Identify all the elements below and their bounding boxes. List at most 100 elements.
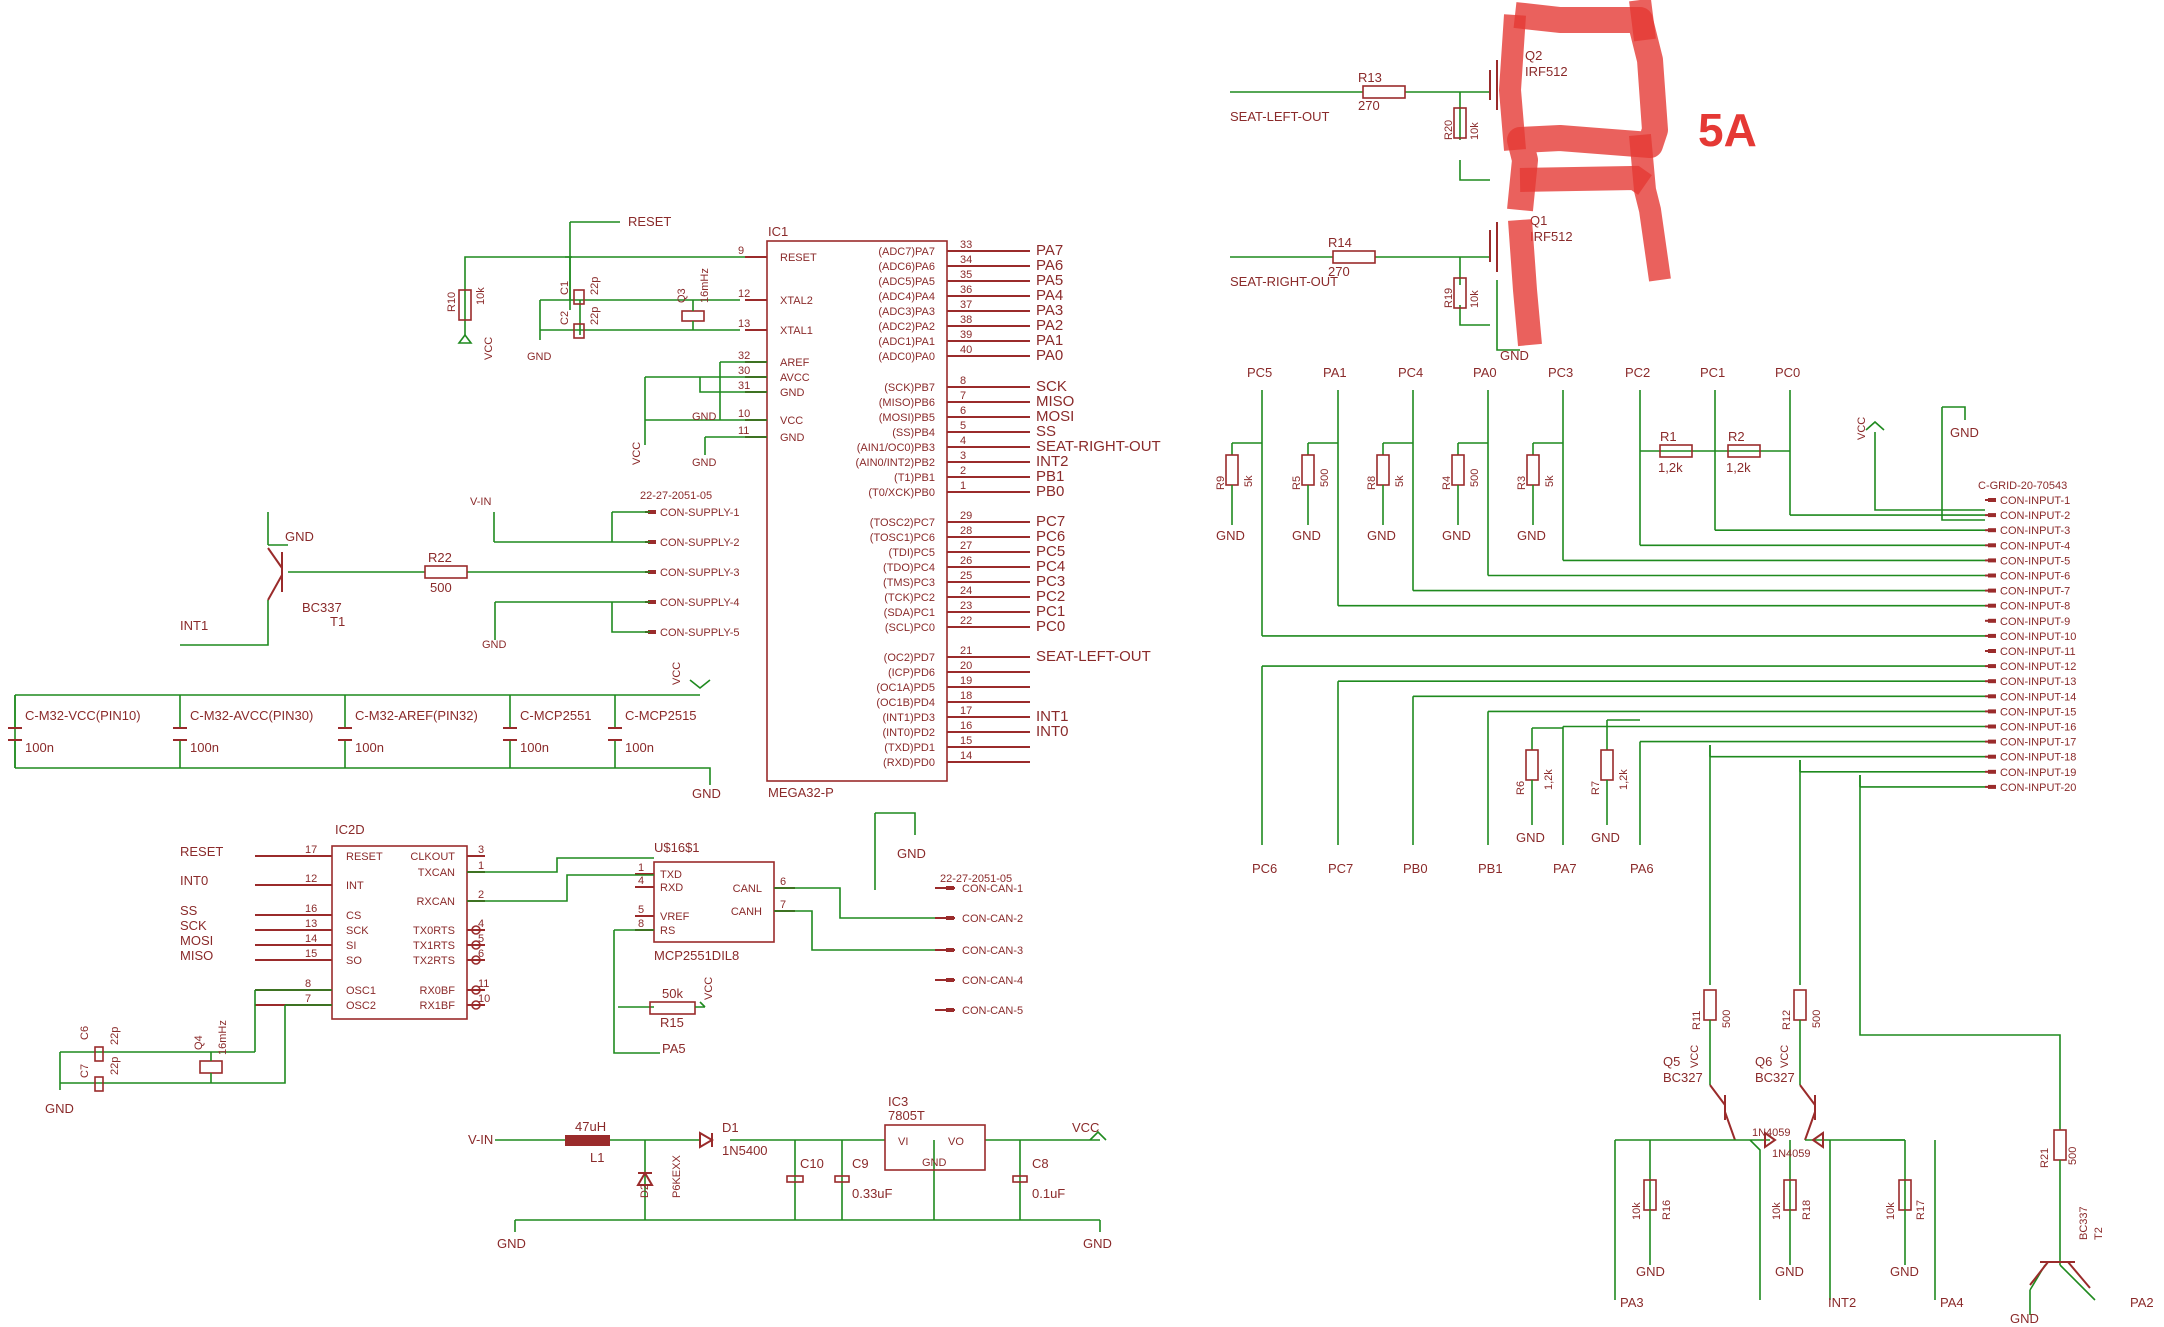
gnd-label-r17: GND — [1890, 1264, 1919, 1279]
mcu-pin-number: 39 — [960, 329, 972, 341]
mcu-pin-name: (ADC5)PA5 — [878, 276, 935, 288]
pa2-net-label: PA2 — [2130, 1295, 2154, 1310]
trx-pin-number: 4 — [638, 875, 644, 887]
mcu-net-label: MOSI — [1036, 408, 1074, 425]
grid-pin — [1988, 709, 1996, 714]
pullup-value: 1,2k — [1658, 460, 1683, 475]
ic2d-pin-name: OSC2 — [346, 1000, 376, 1012]
grid-pin — [1988, 588, 1996, 593]
vcc-arrow-reset — [457, 333, 473, 344]
r19-body — [1453, 277, 1467, 309]
grid-pin — [1988, 649, 1996, 653]
mcu-net-label: PA5 — [1036, 272, 1063, 289]
supply-header-part: 22-27-2051-05 — [640, 490, 712, 502]
trx-pin-number: 5 — [638, 904, 644, 916]
ic3-part: 7805T — [888, 1108, 925, 1123]
decap-name: C-M32-VCC(PIN10) — [25, 708, 141, 723]
mcu-net-label: PC0 — [1036, 618, 1065, 635]
c10-body — [786, 1175, 804, 1183]
mcu-net-label: PC7 — [1036, 513, 1065, 530]
gnd-label-supply: GND — [482, 639, 507, 651]
gnd-label-bottom-res: GND — [1591, 830, 1620, 845]
grid-pin — [1988, 573, 1996, 578]
mcu-ic1: IC1 MEGA32-P 9RESET12XTAL213XTAL132AREF3… — [738, 224, 1161, 800]
pulldown-ref: R9 — [1215, 476, 1227, 490]
mcu-pin-number: 30 — [738, 365, 750, 377]
mcu-net-label: PA6 — [1036, 257, 1063, 274]
mcu-left-pins: 9RESET12XTAL213XTAL132AREF30AVCC31GND10V… — [738, 245, 817, 444]
pulldown-body — [1451, 454, 1465, 486]
supply-pin-label: CON-SUPPLY-1 — [660, 507, 739, 519]
seat-right-out-label: SEAT-RIGHT-OUT — [1230, 274, 1338, 289]
ic3-body — [884, 1124, 986, 1171]
top-port-label: PC3 — [1548, 365, 1573, 380]
grid-pin — [1988, 618, 1996, 623]
int0-label-ic2d: INT0 — [180, 873, 208, 888]
bottom-res-value: 1,2k — [1543, 769, 1555, 790]
gnd-label-t1: GND — [285, 529, 314, 544]
r11-value: 500 — [1721, 1010, 1733, 1028]
q4-value: 16mHz — [217, 1020, 229, 1055]
mcu-pin-name: (RXD)PD0 — [883, 757, 935, 769]
can-header-part: 22-27-2051-05 — [940, 873, 1012, 885]
vcc-label-r15: VCC — [703, 977, 715, 1000]
mcu-net-label: PA0 — [1036, 347, 1063, 364]
mcu-pin-name: (OC1A)PD5 — [876, 682, 935, 694]
r10-label: R10 — [446, 292, 458, 312]
vin-label-power: V-IN — [468, 1132, 493, 1147]
mosfet-section: R13 270 SEAT-LEFT-OUT R20 10k Q2 IRF512 … — [1230, 48, 1573, 363]
q5-part: BC327 — [1663, 1070, 1703, 1085]
ic2d-pin-name: TX0RTS — [413, 925, 455, 937]
vcc-label-decap: VCC — [671, 662, 683, 685]
mcu-pin-name: (ADC3)PA3 — [878, 306, 935, 318]
grid-pin — [1988, 724, 1996, 729]
ic2d-pin-number: 3 — [478, 844, 484, 856]
q2-label: Q2 — [1525, 48, 1542, 63]
c6-value: 22p — [109, 1027, 121, 1045]
miso-label-ic2d: MISO — [180, 948, 213, 963]
supply-pin-label: CON-SUPPLY-3 — [660, 567, 739, 579]
mcu-pin-name: (TXD)PD1 — [884, 742, 935, 754]
mcu-net-label: PB1 — [1036, 468, 1064, 485]
pulldown-body — [1301, 454, 1315, 486]
mcu-net-label: PA7 — [1036, 242, 1063, 259]
supply-pin — [648, 600, 656, 604]
mcu-net-label: PA3 — [1036, 302, 1063, 319]
t1-part: BC337 — [302, 600, 342, 615]
trx-pin-number: 6 — [780, 876, 786, 888]
pulldown-value: 5k — [1544, 475, 1556, 487]
q3-value: 16mHz — [699, 268, 711, 303]
grid-pin-label: CON-INPUT-15 — [2000, 706, 2076, 718]
mcu-net-label: PC5 — [1036, 543, 1065, 560]
grid-pin-label: CON-INPUT-12 — [2000, 661, 2076, 673]
mcu-pin-number: 22 — [960, 615, 972, 627]
mcu-net-label: PC2 — [1036, 588, 1065, 605]
r13-value: 270 — [1358, 98, 1380, 113]
top-port-label: PC0 — [1775, 365, 1800, 380]
mcu-pin-number: 20 — [960, 660, 972, 672]
mcu-pin-number: 7 — [960, 390, 966, 402]
grid-pin — [1988, 664, 1996, 669]
trx-pin-name: TXD — [660, 869, 682, 881]
power-supply: V-IN 47uH L1 D1 1N5400 D2 P6KEXX C10 C9 … — [468, 1094, 1112, 1251]
can-connector: GND 22-27-2051-05 CON-CAN-1CON-CAN-2CON-… — [874, 812, 1023, 1017]
ic2d-nc-marker — [471, 925, 481, 935]
decoupling-capacitors: C-M32-VCC(PIN10)100nC-M32-AVCC(PIN30)100… — [8, 662, 721, 801]
mcu-pin-name: GND — [780, 432, 805, 444]
ic2d-pin-number: 5 — [478, 933, 484, 945]
transceiver-ref: U$16$1 — [654, 840, 700, 855]
decap-value: 100n — [190, 740, 219, 755]
bottom-res-body — [1600, 749, 1614, 781]
gnd-label-pulldown: GND — [1517, 528, 1546, 543]
ic2d-pin-number: 1 — [478, 860, 484, 872]
r10-body — [458, 289, 472, 321]
ic2d-nc-marker — [471, 955, 481, 965]
ic2d-pin-name: RESET — [346, 851, 383, 863]
vcc-label-mcu: VCC — [631, 442, 643, 465]
c8-body — [1012, 1175, 1028, 1183]
gnd-label-power-1: GND — [497, 1236, 526, 1251]
gnd-label-ic2d: GND — [45, 1101, 74, 1116]
l1-label: L1 — [590, 1150, 604, 1165]
red-highlight-marks: 5A — [1498, 0, 1757, 347]
